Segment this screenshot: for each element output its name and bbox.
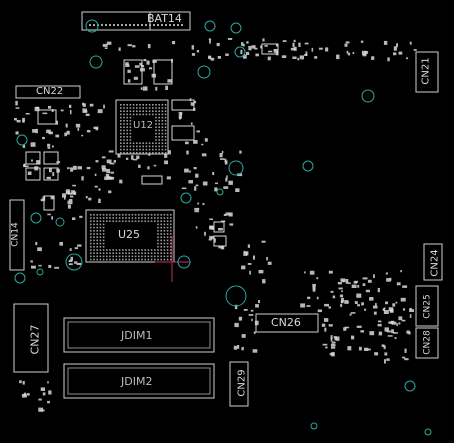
label-cn28: CN28 [422,330,433,355]
label-u25: U25 [118,228,141,241]
label-bat14: BAT14 [147,12,182,25]
label-cn29: CN29 [236,369,248,397]
u12-ball-grid [120,104,167,154]
cn28-outline [415,327,439,359]
cn24-outline [423,243,443,281]
cn21-outline [415,51,439,93]
label-cn26: CN26 [271,316,301,329]
cn29-outline [229,361,249,407]
jdim1-outline [63,317,215,353]
label-cn25: CN25 [422,294,433,319]
cn14-outline [9,199,25,271]
cn25-outline [415,285,439,327]
cn27-outline [13,303,49,373]
label-jdim1: JDIM1 [121,329,153,342]
small-component-footprints [14,24,417,412]
via-and-mounting-holes [14,19,432,436]
label-cn22: CN22 [36,86,64,97]
label-cn27: CN27 [28,324,42,355]
label-cn24: CN24 [429,249,441,277]
label-u12: U12 [133,120,154,131]
label-cn14: CN14 [10,222,21,247]
label-cn21: CN21 [420,57,432,85]
label-jdim2: JDIM2 [121,375,153,388]
bat14-outline [81,11,191,31]
u25-ball-grid [90,214,172,261]
cn22-outline [15,85,81,99]
u25-outline [85,209,175,263]
u12-outline [115,99,169,155]
jdim2-outline [63,363,215,399]
